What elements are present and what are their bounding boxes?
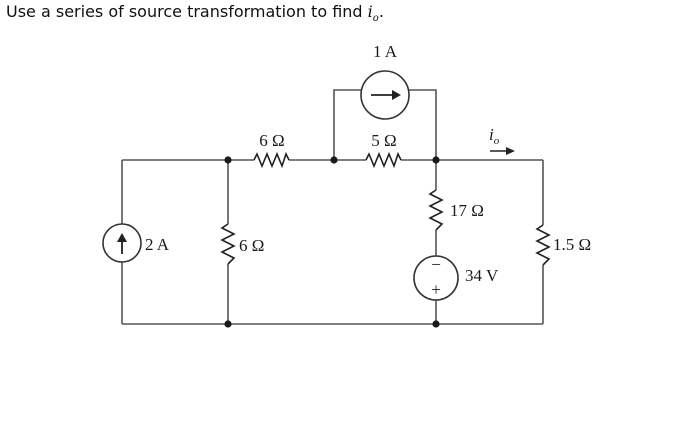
resistor-1p5ohm	[535, 224, 551, 266]
polarity-minus: −	[431, 255, 441, 274]
current-io-arrow	[490, 147, 515, 155]
label-io: io	[489, 125, 500, 147]
resistor-5ohm	[365, 151, 402, 169]
node-dot	[224, 320, 232, 328]
label-1a: 1 A	[373, 42, 398, 61]
question-text: Use a series of source transformation to…	[6, 2, 384, 25]
wire-1a-left	[333, 89, 361, 160]
resistor-6ohm-vertical	[220, 223, 236, 265]
current-source-1a	[360, 70, 410, 120]
label-6ohm-top: 6 Ω	[259, 131, 284, 150]
junction-dots	[224, 156, 440, 328]
label-17ohm: 17 Ω	[450, 201, 484, 220]
node-dot	[330, 156, 338, 164]
current-source-2a	[102, 223, 142, 263]
label-6ohm-vertical: 6 Ω	[239, 236, 264, 255]
label-34v: 34 V	[465, 266, 499, 285]
circuit-wires	[121, 89, 544, 325]
polarity-plus: +	[431, 280, 441, 299]
question-body: Use a series of source transformation to…	[6, 2, 368, 21]
voltage-source-34v: − +	[413, 255, 459, 301]
node-dot	[224, 156, 232, 164]
resistor-6ohm-horizontal	[253, 151, 290, 169]
resistor-17ohm	[428, 189, 444, 231]
node-dot	[432, 320, 440, 328]
label-5ohm: 5 Ω	[371, 131, 396, 150]
node-dot	[432, 156, 440, 164]
label-2a: 2 A	[145, 235, 170, 254]
question-variable: io	[367, 2, 379, 25]
label-1p5ohm: 1.5 Ω	[553, 235, 591, 254]
wire-1a-right	[409, 89, 437, 160]
